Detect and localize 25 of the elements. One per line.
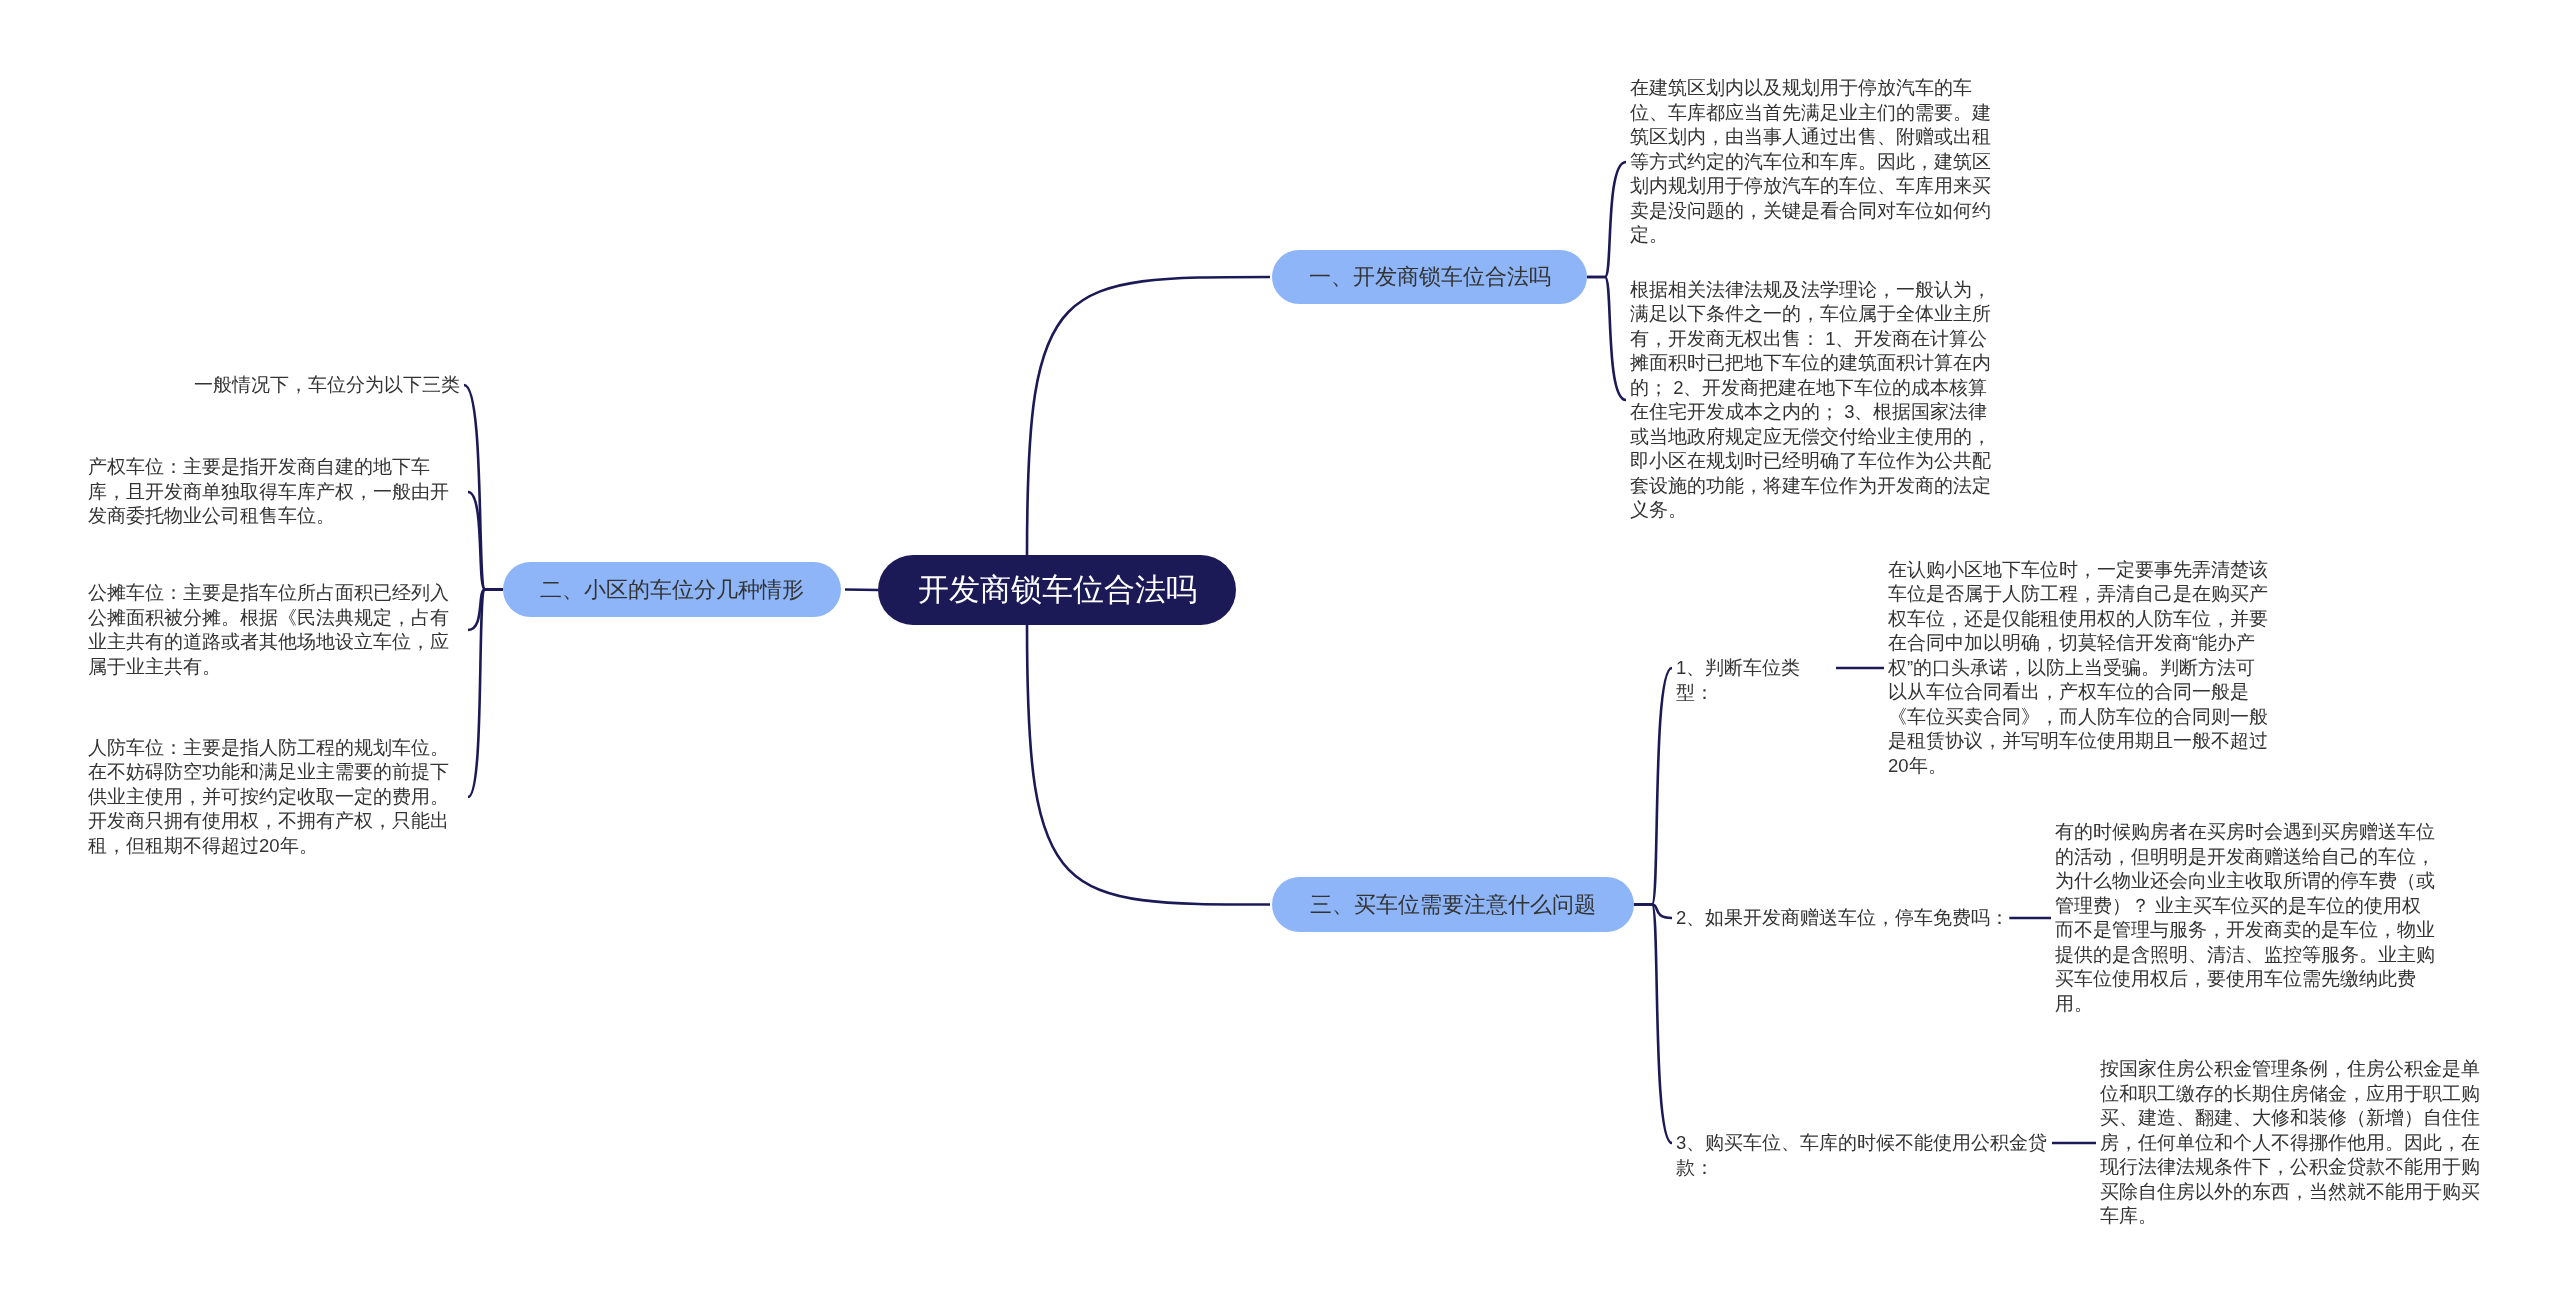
note-text: 3、购买车位、车库的时候不能使用公积金贷款： bbox=[1676, 1131, 2052, 1180]
note-text: 按国家住房公积金管理条例，住房公积金是单位和职工缴存的长期住房储金，应用于职工购买、建造、翻建、大修和装修（新增）自住住房，任何单位和个人不得挪作他用。因此，在现行法律法规条件下，公积金贷款不能用于购买除自住房以外的东西，当然就不能用于购买车库。 bbox=[2100, 1057, 2480, 1229]
connector-line bbox=[845, 588, 878, 592]
connector-line bbox=[1836, 666, 1884, 670]
topic-box: 二、小区的车位分几种情形 bbox=[503, 562, 841, 617]
note-text: 在建筑区划内以及规划用于停放汽车的车位、车库都应当首先满足业主们的需要。建筑区划内，由当事人通过出售、附赠或出租等方式约定的汽车位和车库。因此，建筑区划内规划用于停放汽车的车位、车库用来买卖是没问题的，关键是看合同对车位如何约定。 bbox=[1630, 76, 2006, 248]
central-topic-box: 开发商锁车位合法吗 bbox=[878, 555, 1236, 625]
note-text: 人防车位：主要是指人防工程的规划车位。在不妨碍防空功能和满足业主需要的前提下供业主使用，并可按约定收取一定的费用。开发商只拥有使用权，不拥有产权，只能出租，但租期不得超过20年。 bbox=[88, 735, 464, 859]
note-text: 一般情况下，车位分为以下三类 bbox=[194, 372, 460, 398]
connector-line bbox=[1634, 903, 1673, 1144]
connector-line bbox=[2052, 1141, 2096, 1145]
note-text: 根据相关法律法规及法学理论，一般认为，满足以下条件之一的，车位属于全体业主所有，开发商无权出售： 1、开发商在计算公摊面积时已把地下车位的建筑面积计算在内的； 2、开发商把建在地下车位的成本核算在住宅开发成本之内的； 3、根据国家法律或当地政府规定应无偿交付给业主使用的，即小区在规划时已经明确了车位作为公共配套设施的功能，将建车位作为开发商的法定义务。 bbox=[1630, 277, 2006, 523]
note-text: 1、判断车位类型： bbox=[1676, 656, 1836, 705]
note-text: 有的时候购房者在买房时会遇到买房赠送车位的活动，但明明是开发商赠送给自己的车位，为什么物业还会向业主收取所谓的停车费（或管理费）？ 业主买车位买的是车位的使用权而不是管理与服务，开发商卖的是车位，物业提供的是含照明、清洁、监控等服务。业主购买车位使用权后，要使用车位需先缴纳此费用。 bbox=[2055, 820, 2435, 1016]
topic-box: 一、开发商锁车位合法吗 bbox=[1272, 250, 1587, 304]
topic-box: 三、买车位需要注意什么问题 bbox=[1272, 877, 1634, 932]
connector-line bbox=[2009, 916, 2051, 920]
connector-line bbox=[1025, 625, 1270, 906]
connector-line bbox=[467, 588, 503, 798]
note-text: 产权车位：主要是指开发商自建的地下车库，且开发商单独取得车库产权，一般由开发商委托物业公司租售车位。 bbox=[88, 455, 464, 529]
note-text: 公摊车位：主要是指车位所占面积已经列入公摊面积被分摊。根据《民法典规定，占有业主共有的道路或者其他场地设立车位，应属于业主共有。 bbox=[88, 581, 464, 679]
connector-line bbox=[1587, 275, 1627, 402]
note-text: 在认购小区地下车位时，一定要事先弄清楚该车位是否属于人防工程，弄清自己是在购买产权车位，还是仅能租使用权的人防车位，并要在合同中加以明确，切莫轻信开发商“能办产权”的口头承诺，以防上当受骗。判断方法可以从车位合同看出，产权车位的合同一般是《车位买卖合同》，而人防车位的合同则一般是租赁协议，并写明车位使用期且一般不超过20年。 bbox=[1888, 557, 2268, 779]
connector-line bbox=[1025, 275, 1270, 555]
note-text: 2、如果开发商赠送车位，停车免费吗： bbox=[1676, 906, 2010, 931]
